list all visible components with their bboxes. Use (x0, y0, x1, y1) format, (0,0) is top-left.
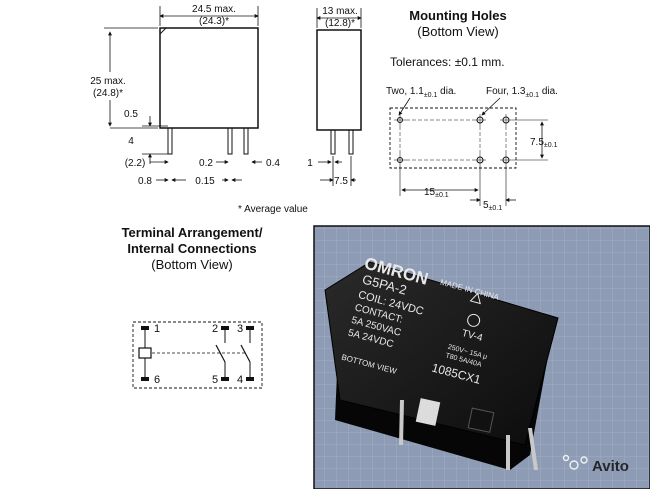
dim-0-2: 0.2 (199, 158, 213, 169)
tv-text: TV-4 (460, 328, 484, 344)
dim-7-5: 7.5 (334, 176, 348, 187)
height-avg-label: (24.8)* (93, 88, 123, 99)
dim-2-2: (2.2) (125, 158, 146, 169)
terminal-arrangement: Terminal Arrangement/ Internal Connectio… (122, 225, 263, 389)
width-max-label: 24.5 max. (192, 4, 236, 15)
width-avg-label: (24.3)* (199, 16, 229, 27)
hole-bottom-left (394, 154, 406, 166)
height-max-label: 25 max. (90, 76, 126, 87)
hole-top-right (500, 114, 512, 126)
mounting-holes-subtitle: (Bottom View) (417, 24, 498, 39)
hole-dim-15: 15±0.1 (424, 187, 449, 199)
mounting-holes-title: Mounting Holes (409, 8, 507, 23)
depth-avg-label: (12.8)* (325, 18, 355, 29)
relay-body-front (159, 27, 259, 129)
pin-3: 3 (237, 323, 243, 335)
contact-switch-2 (240, 344, 251, 363)
relay-photo: OMRON MADE IN CHINA G5PA-2 COIL: 24VDC C… (313, 225, 650, 489)
contact-switch-1 (215, 344, 226, 363)
coil-symbol (138, 347, 152, 359)
hole-dim-5: 5±0.1 (483, 200, 502, 212)
avito-watermark: Avito (562, 454, 629, 475)
hole-marks (394, 114, 512, 166)
footnote: * Average value (238, 204, 308, 215)
relay-markings: OMRON MADE IN CHINA G5PA-2 COIL: 24VDC C… (341, 254, 501, 387)
dim-0-5: 0.5 (124, 109, 138, 120)
terminal-title-line1: Terminal Arrangement/ (122, 225, 263, 240)
tolerance-text: Tolerances: ±0.1 mm. (390, 55, 505, 69)
hole-dim-7-5: 7.5±0.1 (530, 137, 558, 149)
hole-top-mid (474, 114, 486, 126)
pin-4: 4 (237, 374, 243, 386)
mounting-holes: Mounting Holes (Bottom View) Tolerances:… (386, 8, 558, 212)
pin-2: 2 (212, 323, 218, 335)
two-holes-label: Two, 1.1±0.1 dia. (386, 86, 456, 99)
pin-6: 6 (154, 374, 160, 386)
footprint-outline (389, 107, 517, 169)
ul-mark-icon (467, 313, 481, 327)
dim-1: 1 (307, 158, 313, 169)
hole-top-left (394, 114, 406, 126)
hole-bottom-right (500, 154, 512, 166)
pin-1: 1 (154, 323, 160, 335)
dim-4: 4 (128, 136, 134, 147)
dim-0-4: 0.4 (266, 158, 280, 169)
terminal-outline (132, 321, 263, 389)
depth-max-label: 13 max. (322, 6, 358, 17)
warning-triangle-icon (469, 292, 481, 305)
dim-0-8: 0.8 (138, 176, 152, 187)
hole-bottom-mid (474, 154, 486, 166)
pin-5: 5 (212, 374, 218, 386)
terminal-subtitle: (Bottom View) (151, 257, 232, 272)
side-view: 13 max. (12.8)* 1 7.5 (307, 6, 362, 187)
front-view: 24.5 max. (24.3)* 25 max. (24.8)* 0.5 4 … (90, 4, 280, 187)
dim-0-15: 0.15 (195, 176, 215, 187)
watermark-text: Avito (592, 458, 629, 475)
relay-body-side (316, 29, 362, 131)
four-holes-label: Four, 1.3±0.1 dia. (486, 86, 558, 99)
terminal-title-line2: Internal Connections (127, 241, 256, 256)
